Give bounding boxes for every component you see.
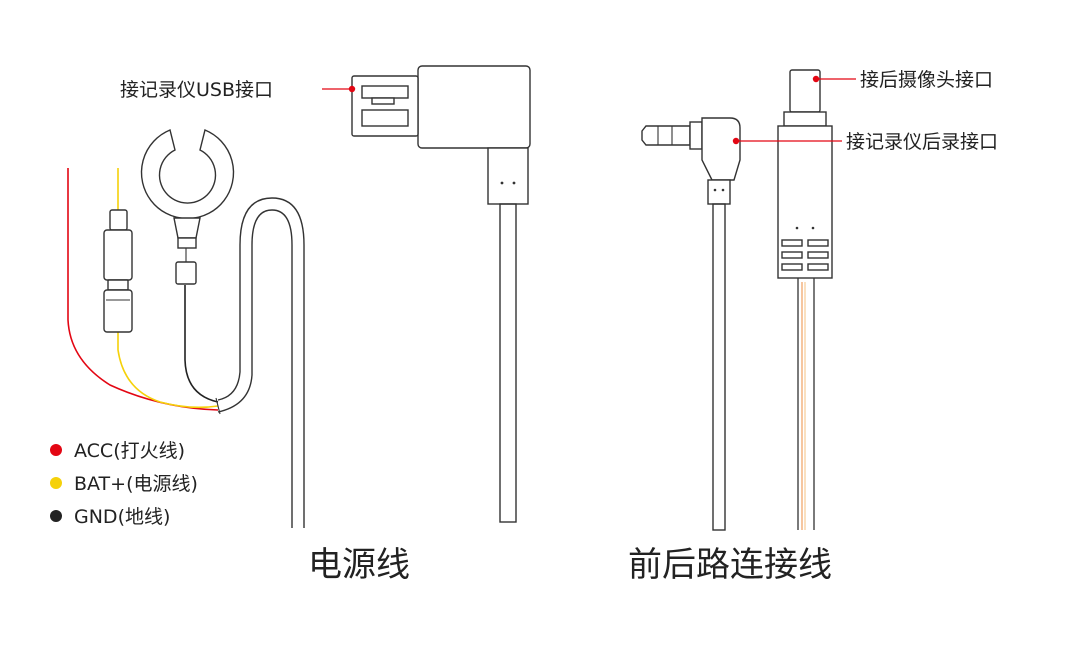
usb-plug (351, 65, 531, 523)
fuse-holder (103, 209, 133, 333)
recorder-rear-label-dot (732, 137, 740, 145)
legend-acc-dot (50, 444, 62, 456)
legend-gnd-label: GND(地线) (74, 506, 170, 528)
usb-port-label: 接记录仪USB接口 (120, 79, 273, 101)
wire-legend: ACC(打火线) BAT+(电源线) GND(地线) (50, 440, 198, 528)
rear-camera-port-label: 接后摄像头接口 (860, 69, 993, 91)
recorder-rear-port-label: 接记录仪后录接口 (846, 131, 998, 153)
legend-acc-label: ACC(打火线) (74, 440, 185, 462)
rear-cable-illustration: 接后摄像头接口 接记录仪后录接口 前后路连接线 (628, 69, 998, 585)
gnd-black-wire (184, 285, 219, 403)
usb-label-dot (348, 85, 356, 93)
rear-camera-label-dot (812, 75, 820, 83)
power-cable-illustration: 接记录仪USB接口 ACC(打火线) BAT+(电源线) GND(地线) 电源线 (50, 65, 531, 585)
rear-cable-caption: 前后路连接线 (628, 545, 832, 585)
rear-camera-connector (777, 69, 833, 530)
main-power-cord (217, 209, 293, 528)
legend-bat-label: BAT+(电源线) (74, 473, 198, 495)
power-cable-caption: 电源线 (308, 545, 410, 585)
legend-gnd-dot (50, 510, 62, 522)
legend-bat-dot (50, 477, 62, 489)
ring-terminal (140, 129, 235, 285)
bat-yellow-wire (117, 168, 219, 409)
angled-jack-plug (641, 117, 741, 531)
